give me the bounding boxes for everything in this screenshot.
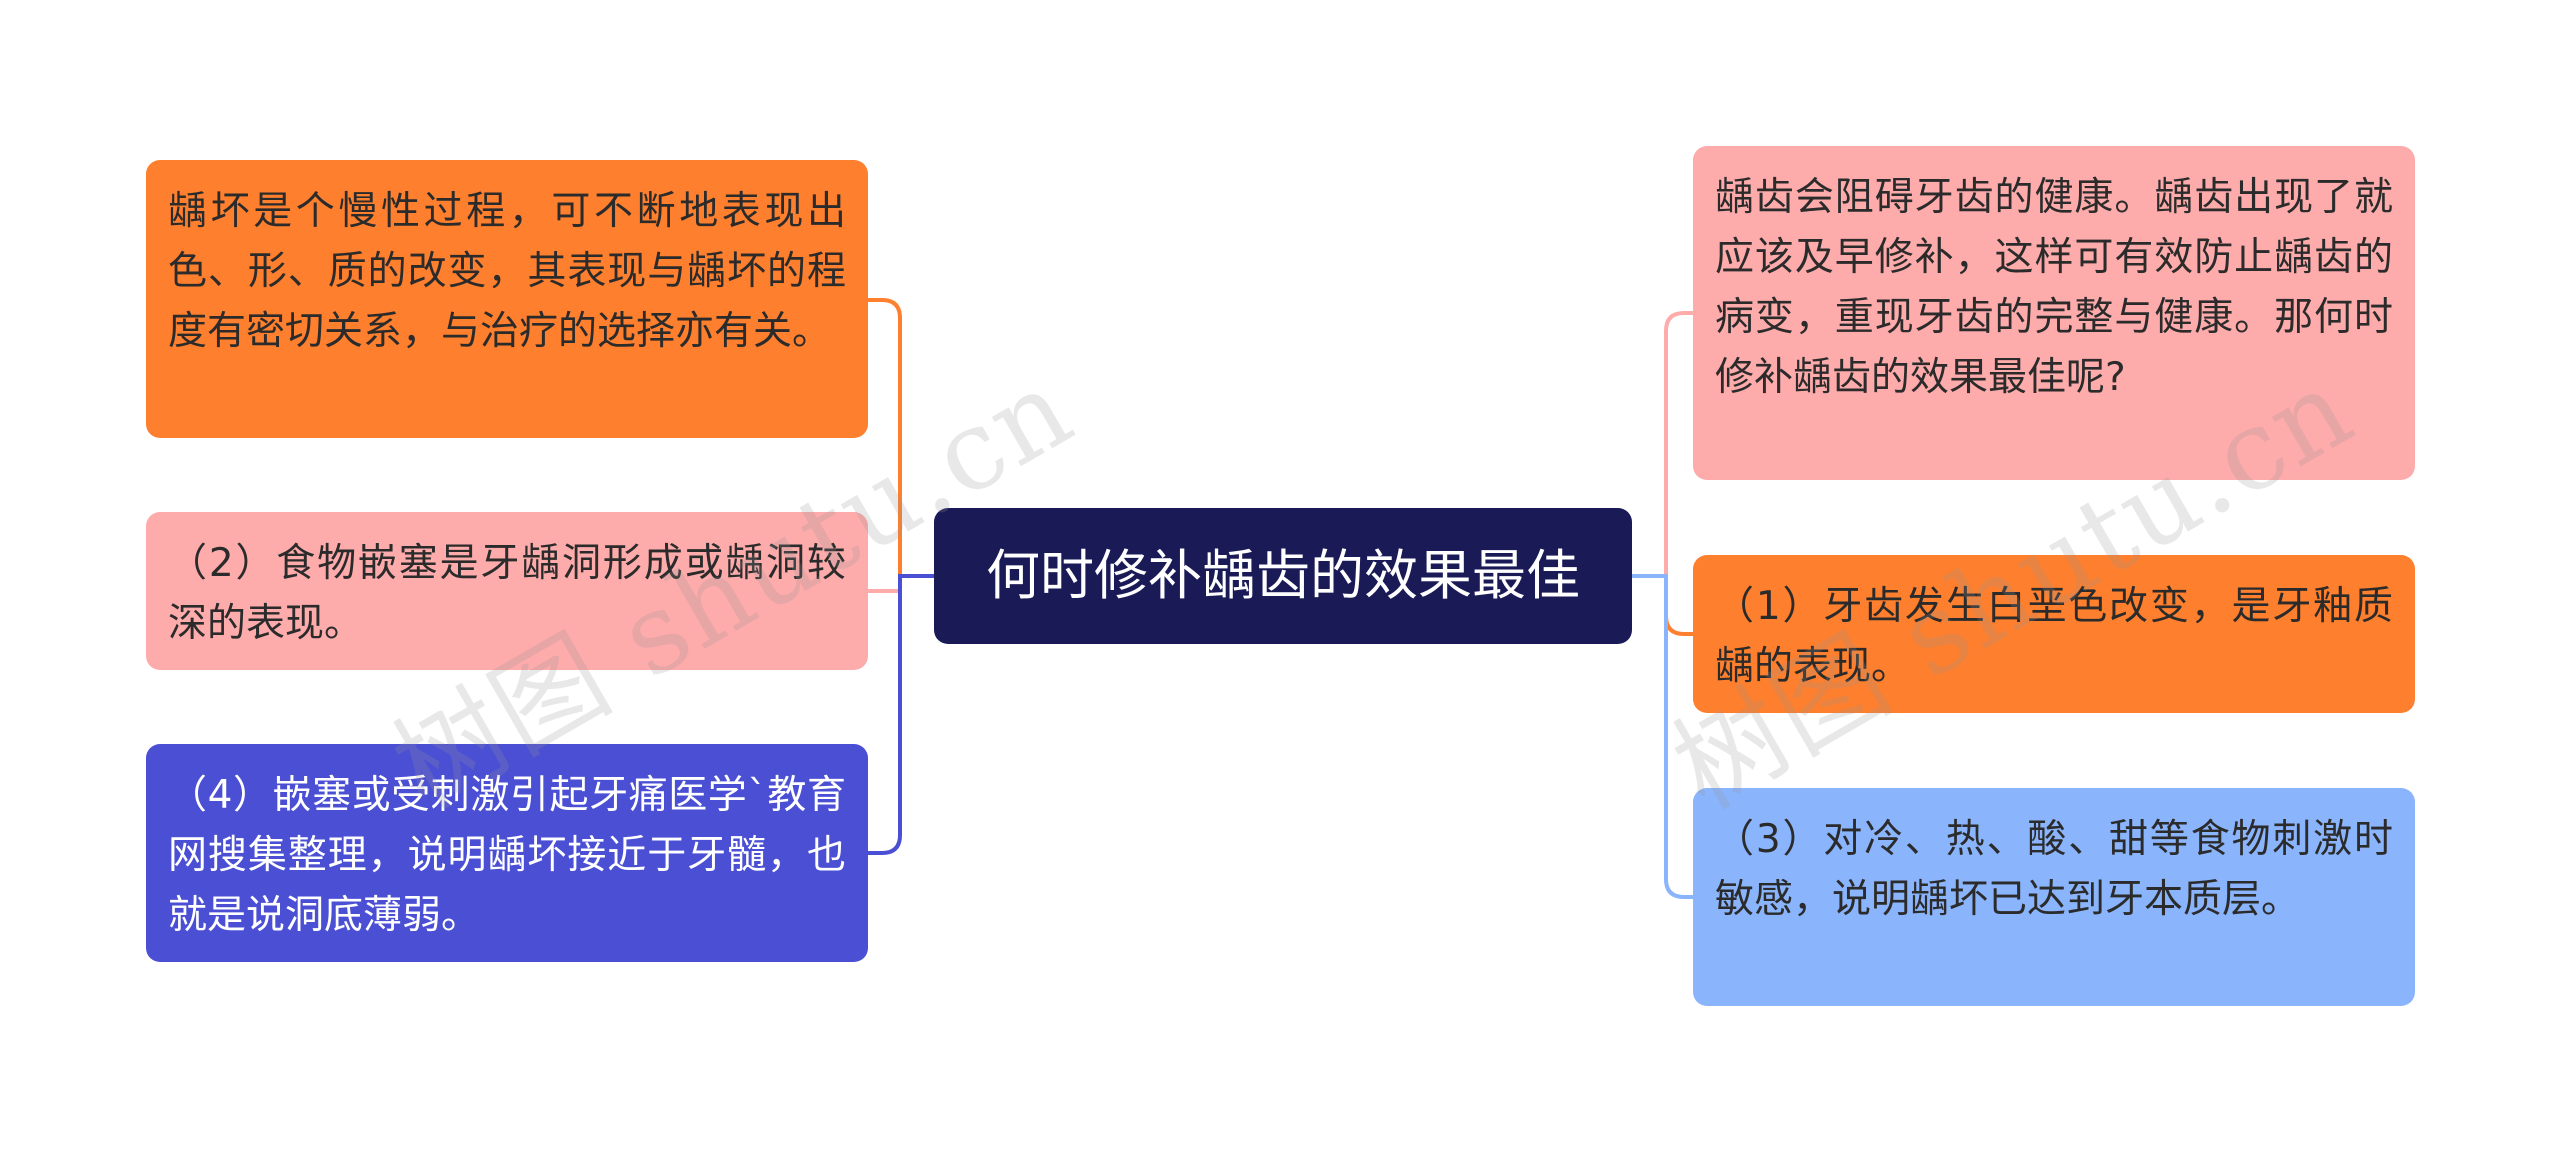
connector-right-2 (1632, 574, 1693, 636)
connector-left-3 (868, 574, 934, 855)
topic-node-right-2[interactable]: （1）牙齿发生白垩色改变，是牙釉质龋的表现。 (1693, 555, 2415, 713)
topic-node-right-3[interactable]: （3）对冷、热、酸、甜等食物刺激时敏感，说明龋坏已达到牙本质层。 (1693, 788, 2415, 1006)
connector-right-3 (1632, 574, 1693, 899)
topic-node-left-1[interactable]: 龋坏是个慢性过程，可不断地表现出色、形、质的改变，其表现与龋坏的程度有密切关系，… (146, 160, 868, 438)
topic-node-right-1[interactable]: 龋齿会阻碍牙齿的健康。龋齿出现了就应该及早修补，这样可有效防止龋齿的病变，重现牙… (1693, 146, 2415, 480)
topic-text: （3）对冷、热、酸、甜等食物刺激时敏感，说明龋坏已达到牙本质层。 (1715, 817, 2393, 922)
topic-text: （2）食物嵌塞是牙龋洞形成或龋洞较深的表现。 (168, 541, 846, 646)
topic-node-left-2[interactable]: （2）食物嵌塞是牙龋洞形成或龋洞较深的表现。 (146, 512, 868, 670)
topic-text: （1）牙齿发生白垩色改变，是牙釉质龋的表现。 (1715, 584, 2393, 689)
topic-text: 龋坏是个慢性过程，可不断地表现出色、形、质的改变，其表现与龋坏的程度有密切关系，… (168, 189, 846, 354)
connector-left-1 (868, 298, 934, 578)
connector-right-1 (1632, 311, 1693, 578)
central-topic[interactable]: 何时修补龋齿的效果最佳 (934, 508, 1632, 644)
central-topic-text: 何时修补龋齿的效果最佳 (986, 544, 1580, 607)
topic-text: 龋齿会阻碍牙齿的健康。龋齿出现了就应该及早修补，这样可有效防止龋齿的病变，重现牙… (1715, 175, 2393, 400)
connector-left-2 (868, 574, 934, 593)
topic-node-left-3[interactable]: （4）嵌塞或受刺激引起牙痛医学`教育网搜集整理，说明龋坏接近于牙髓，也就是说洞底… (146, 744, 868, 962)
topic-text: （4）嵌塞或受刺激引起牙痛医学`教育网搜集整理，说明龋坏接近于牙髓，也就是说洞底… (168, 773, 846, 938)
